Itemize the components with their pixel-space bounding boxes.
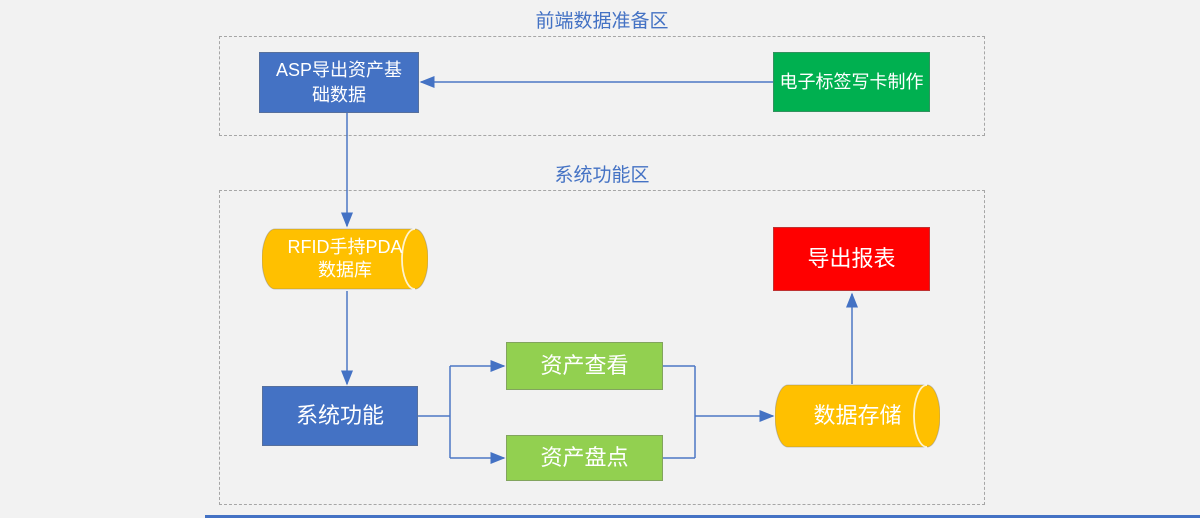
data-storage-cylinder-body[interactable] <box>775 384 940 448</box>
asp-export-label-line1: ASP导出资产基 <box>275 60 403 81</box>
tag-writer-label: 电子标签写卡制作 <box>779 71 924 92</box>
asset-view-label: 资产查看 <box>540 353 629 379</box>
asp-export-label-line2: 础数据 <box>312 84 366 105</box>
system-function-node[interactable]: 系统功能 <box>262 386 418 446</box>
asset-inventory-label: 资产盘点 <box>540 445 629 471</box>
rfid-pda-db-cylinder-cap-arc <box>401 228 416 290</box>
bottom-blue-bar <box>205 515 1200 518</box>
zone-frontend-prep-title: 前端数据准备区 <box>535 11 669 32</box>
zone-frontend-prep <box>219 36 985 136</box>
zone-system-function-title: 系统功能区 <box>554 165 650 186</box>
tag-writer-node[interactable]: 电子标签写卡制作 <box>773 52 930 112</box>
export-report-node[interactable]: 导出报表 <box>773 227 930 291</box>
rfid-pda-db-cylinder-body[interactable] <box>262 228 428 290</box>
asset-view-node[interactable]: 资产查看 <box>506 342 663 390</box>
system-function-label: 系统功能 <box>295 403 384 429</box>
zone-system-function <box>219 190 985 505</box>
export-report-label: 导出报表 <box>807 246 896 272</box>
asset-inventory-node[interactable]: 资产盘点 <box>506 435 663 481</box>
data-storage-cylinder-cap-arc <box>913 384 928 448</box>
asp-export-node[interactable]: ASP导出资产基 础数据 <box>259 52 419 113</box>
rfid-pda-db-node[interactable] <box>262 228 428 290</box>
asp-export-label: ASP导出资产基 础数据 <box>268 58 410 107</box>
data-storage-node[interactable] <box>775 384 940 448</box>
